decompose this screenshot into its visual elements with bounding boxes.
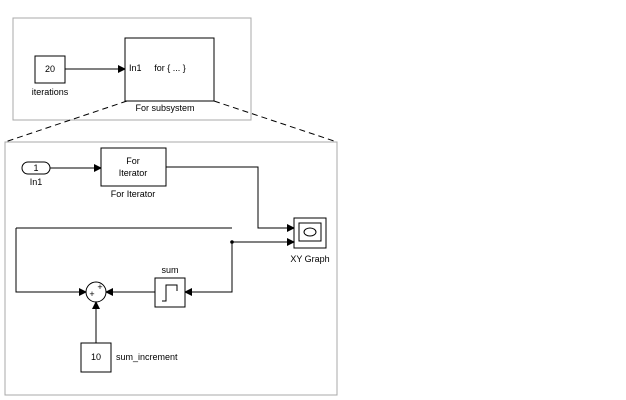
in1-port-number: 1 (33, 163, 38, 173)
top-model-frame (12, 17, 252, 121)
for-iterator-line1: For (126, 156, 140, 166)
sum-plus-top: + (97, 282, 102, 292)
in1-inport-block[interactable]: 1 (21, 161, 51, 175)
for-iterator-line2: Iterator (119, 168, 148, 178)
sum-plus-left: + (89, 289, 94, 299)
subsystem-body-text: for { ... } (154, 63, 186, 73)
loop-left-wire (15, 228, 87, 296)
sum-increment-value: 10 (91, 352, 101, 362)
sum-block[interactable]: + + (85, 281, 107, 303)
subsystem-in1-port-label: In1 (129, 63, 142, 73)
sum-increment-label: sum_increment (116, 352, 178, 362)
xy-graph-label: XY Graph (290, 254, 329, 264)
for-subsystem-block[interactable]: In1 for { ... } (124, 37, 215, 102)
sum-increment-constant-block[interactable]: 10 (80, 342, 112, 373)
in1-label: In1 (30, 177, 43, 187)
sum-to-delay-wire (184, 242, 233, 296)
for-iterator-label: For Iterator (111, 189, 156, 199)
sum-delay-block[interactable] (154, 277, 186, 308)
sum-delay-label: sum (161, 265, 178, 275)
zoom-line-right (213, 100, 338, 143)
for-iterator-to-xy-wire (166, 166, 295, 232)
scope-screen-icon (298, 222, 322, 242)
scope-trace-icon (303, 227, 317, 237)
iterations-value: 20 (45, 64, 55, 74)
xy-graph-block[interactable] (293, 217, 327, 249)
iterations-constant-block[interactable]: 20 (34, 55, 66, 84)
zoom-line-left (4, 100, 128, 143)
for-subsystem-label: For subsystem (135, 103, 194, 113)
step-icon (162, 284, 178, 302)
iterations-label: iterations (32, 87, 69, 97)
for-iterator-block[interactable]: For Iterator (100, 147, 167, 187)
subsystem-detail-frame (4, 141, 338, 396)
